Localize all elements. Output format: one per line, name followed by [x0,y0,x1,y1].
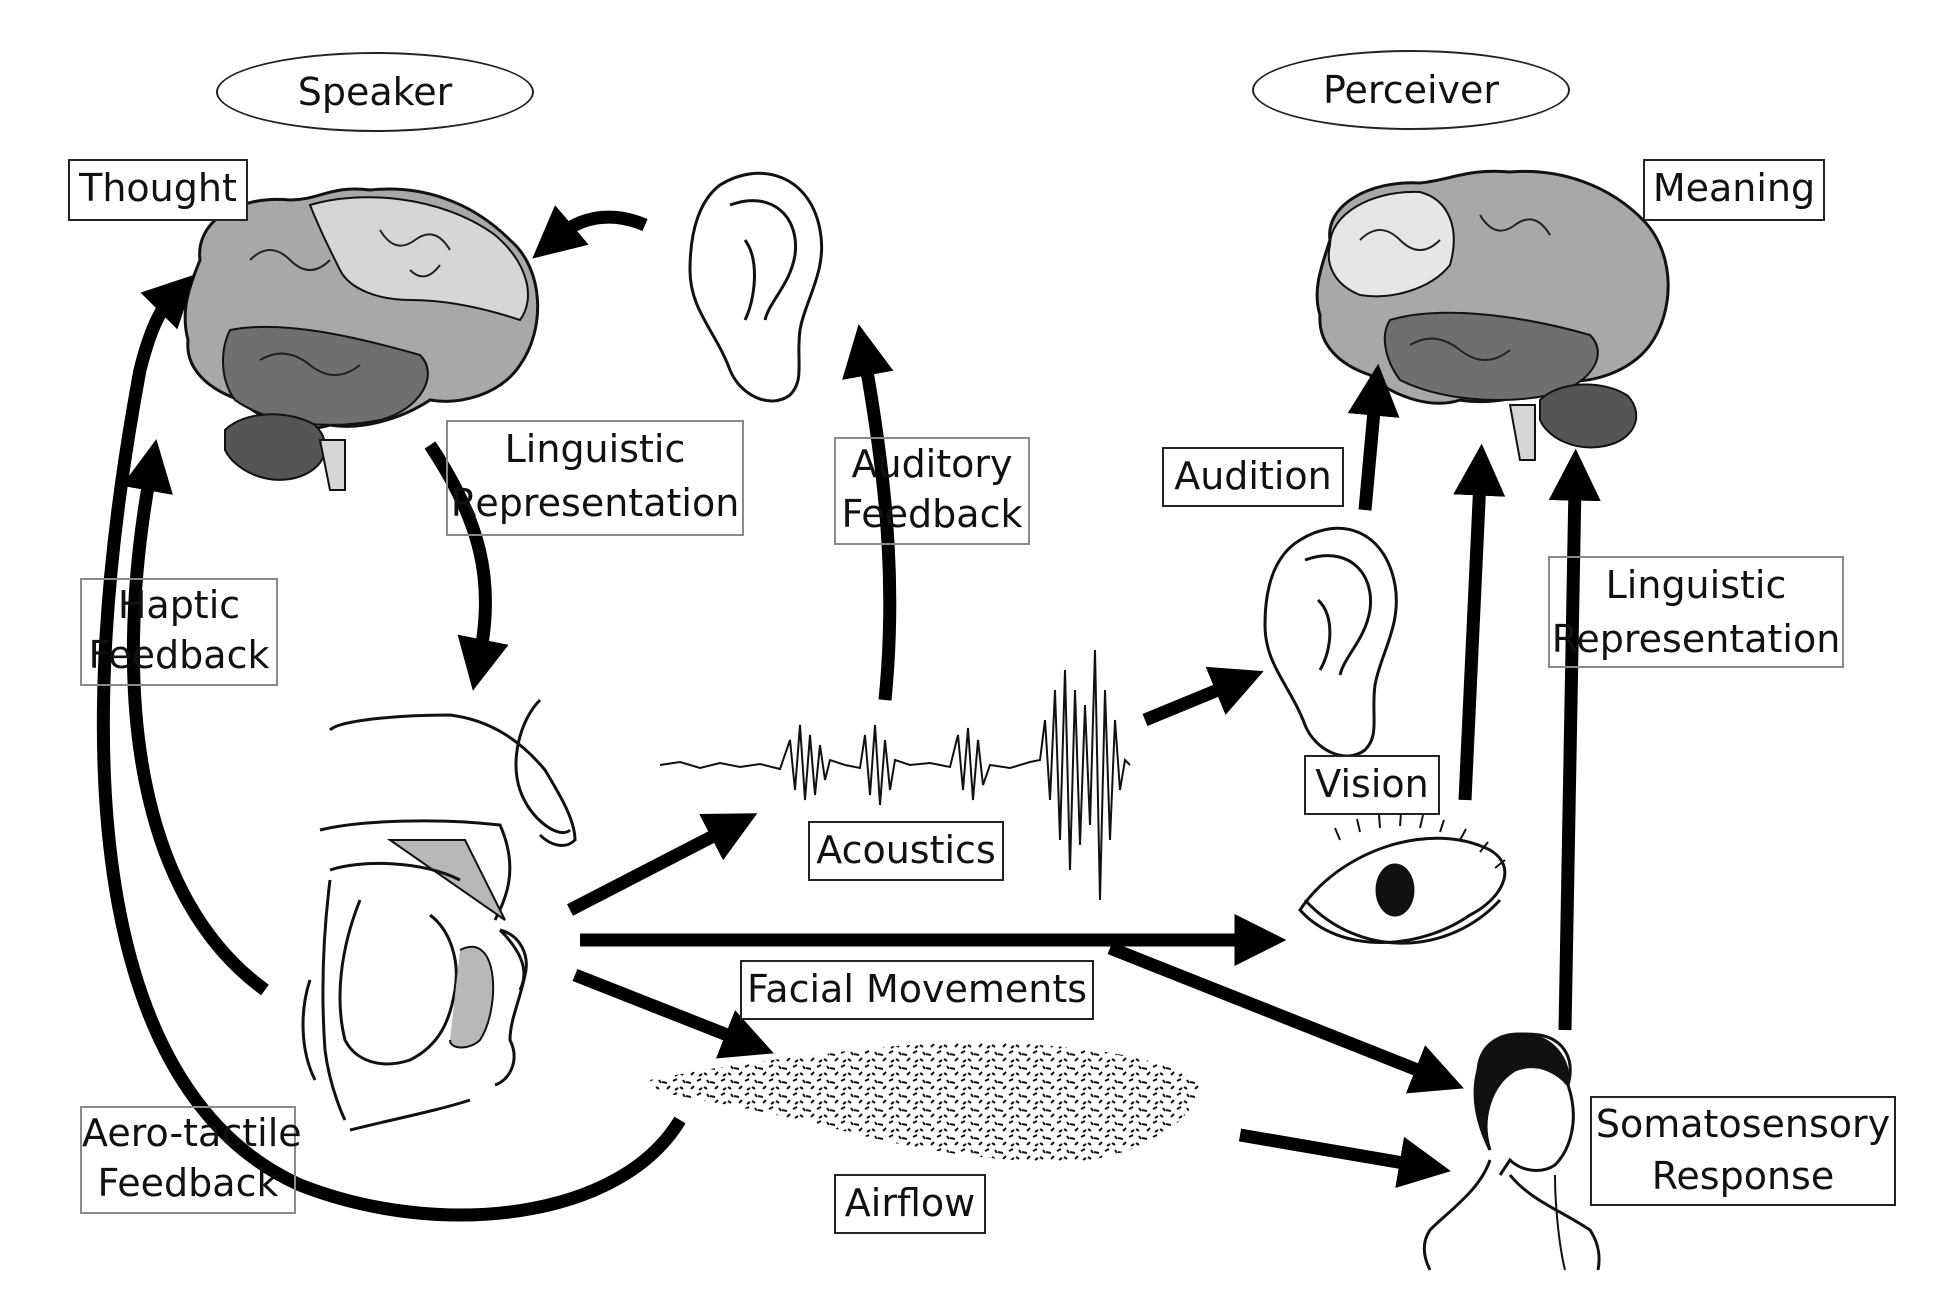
speaker-linguistic-line-1: Linguistic [504,427,686,471]
arrow-head-to-brain [1548,448,1601,1031]
somatosensory-response-label: Somatosensory Response [1590,1096,1896,1206]
audition-label: Audition [1162,447,1344,507]
arrow-eye-to-brain [1453,443,1506,801]
arrow-aero-tactile-feedback [96,274,686,1222]
speaker-linguistic-representation-label: Linguistic Representation [446,420,744,536]
arrow-airflow-to-head [1238,1128,1451,1188]
arrow-ear-to-brain-right [1347,363,1400,511]
arrow-vocal-tract-to-acoustics [567,813,758,916]
aero-tactile-line-2: Feedback [97,1161,279,1205]
airflow-label: Airflow [834,1174,986,1234]
perceiver-brain-icon [1315,169,1670,461]
auditory-feedback-line-1: Auditory [851,442,1013,486]
haptic-feedback-line-1: Haptic [117,583,241,627]
aero-tactile-feedback-label: Aero-tactile Feedback [80,1106,302,1214]
perceiver-linguistic-representation-label: Linguistic Representation [1548,556,1844,668]
acoustics-label: Acoustics [808,821,1004,881]
vision-label: Vision [1304,755,1440,815]
speaker-linguistic-line-2: Representation [450,481,740,525]
speaker-label: Speaker [216,52,534,132]
aero-tactile-line-1: Aero-tactile [82,1111,302,1155]
haptic-feedback-label: Haptic Feedback [80,578,278,686]
head-profile-icon [1422,1032,1601,1271]
meaning-label: Meaning [1643,159,1825,221]
perceiver-linguistic-line-1: Linguistic [1605,563,1787,607]
somatosensory-line-2: Response [1651,1154,1835,1198]
somatosensory-line-1: Somatosensory [1595,1102,1891,1146]
perceiver-ear-icon [1263,526,1398,758]
facial-movements-label: Facial Movements [740,960,1094,1020]
flow-arrows [96,205,1601,1222]
arrow-acoustics-to-ear [1142,666,1264,727]
arrow-vocal-tract-to-airflow [572,968,774,1059]
thought-label: Thought [68,159,248,221]
speaker-brain-icon [183,187,540,491]
arrow-ear-to-brain [532,205,648,259]
feedback-ear-icon [688,171,824,403]
auditory-feedback-line-2: Feedback [841,492,1023,536]
eye-icon [1298,812,1507,945]
auditory-feedback-label: Auditory Feedback [834,437,1030,545]
airflow-icon [650,1043,1200,1162]
haptic-feedback-line-2: Feedback [88,633,270,677]
perceiver-label: Perceiver [1252,50,1570,130]
vocal-tract-icon [301,698,577,1132]
perceiver-linguistic-line-2: Representation [1551,617,1841,661]
waveform-icon [659,649,1131,901]
arrow-haptic-feedback [121,439,269,996]
arrow-face-to-head [1107,941,1464,1094]
